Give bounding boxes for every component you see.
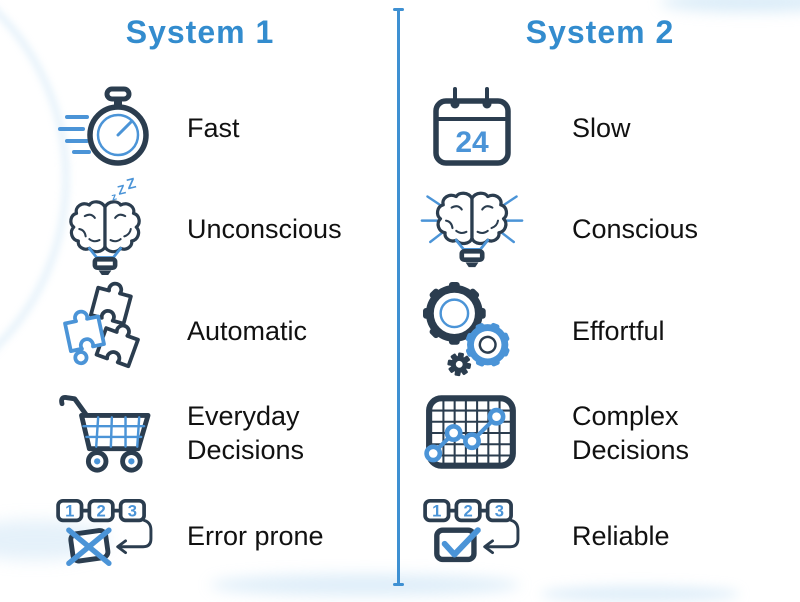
step-number: 1	[65, 501, 74, 520]
calendar-day-number: 24	[455, 126, 489, 159]
row-label: Fast	[187, 113, 240, 143]
row-label: Slow	[572, 113, 631, 143]
system1-header: System 1	[125, 14, 275, 50]
row-label: Everyday Decisions	[187, 401, 305, 465]
column-divider-line	[393, 8, 404, 586]
comparison-row-complex-decisions: Complex Decisions	[412, 383, 762, 483]
comparison-row-slow: 24 Slow	[412, 78, 762, 178]
row-label: Reliable	[572, 521, 670, 551]
sleep-z-medium: Z	[116, 181, 127, 197]
comparison-row-unconscious: z Z Z Unconscious	[45, 176, 377, 279]
row-label: Unconscious	[187, 214, 342, 244]
gears-icon	[412, 281, 532, 381]
comparison-row-automatic: Automatic	[45, 281, 377, 381]
comparison-row-error-prone: 1 2 3 Error prone	[45, 486, 377, 586]
sleeping-brain-icon: z Z Z	[45, 176, 165, 279]
step-number: 3	[128, 501, 137, 520]
step-number: 3	[495, 501, 504, 520]
calendar-icon: 24	[412, 78, 532, 178]
watercolor-smudge-top-right	[660, 0, 800, 12]
comparison-row-fast: Fast	[45, 78, 377, 178]
puzzle-pieces-icon	[45, 281, 165, 381]
comparison-row-reliable: 1 2 3 Reliable	[412, 486, 762, 586]
comparison-row-everyday-decisions: Everyday Decisions	[45, 383, 377, 483]
step-number: 2	[96, 501, 105, 520]
row-label: Complex Decisions	[572, 401, 690, 465]
row-label: Error prone	[187, 521, 324, 551]
row-label: Effortful	[572, 316, 665, 346]
step-number: 2	[463, 501, 472, 520]
stopwatch-icon	[45, 78, 165, 178]
row-label: Conscious	[572, 214, 699, 244]
comparison-row-effortful: Effortful	[412, 281, 762, 381]
thinking-brain-icon	[412, 179, 532, 279]
step-number: 1	[432, 501, 441, 520]
numbered-steps-error-icon: 1 2 3	[45, 486, 165, 586]
row-label: Automatic	[187, 316, 308, 346]
sleep-z-large: Z	[125, 176, 138, 194]
comparison-row-conscious: Conscious	[412, 179, 762, 279]
numbered-steps-check-icon: 1 2 3	[412, 486, 532, 586]
system2-header: System 2	[525, 14, 675, 50]
sleep-z-small: z	[110, 191, 118, 203]
line-chart-icon	[412, 383, 532, 483]
shopping-cart-icon	[45, 383, 165, 483]
